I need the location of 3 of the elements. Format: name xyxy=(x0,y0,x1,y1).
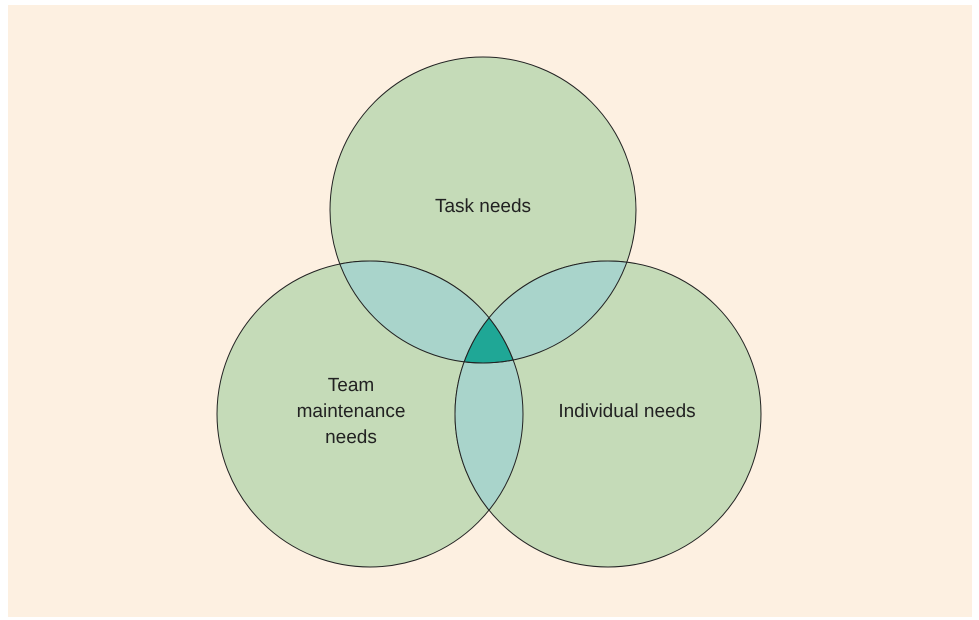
circle-label: Task needs xyxy=(434,195,532,219)
circle-label: Team maintenance needs xyxy=(296,374,406,450)
circle-label: Individual needs xyxy=(557,400,697,424)
